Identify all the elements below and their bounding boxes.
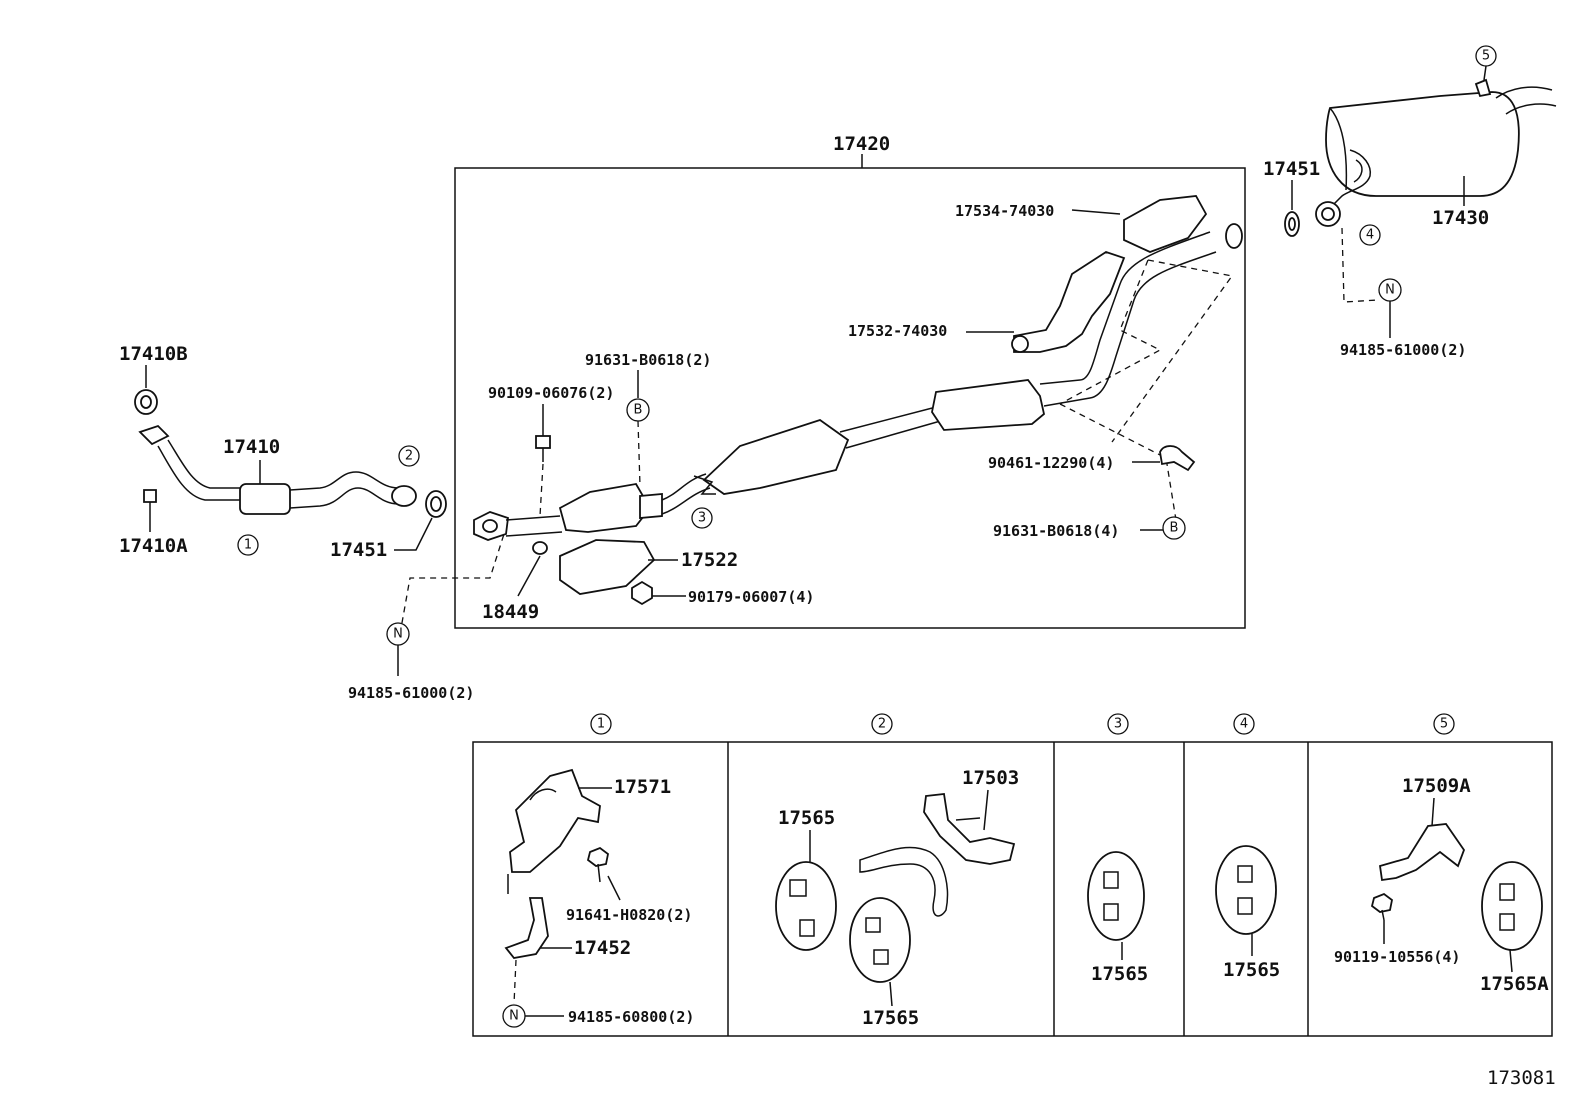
- part-18449-label: 18449: [482, 601, 539, 623]
- callout-1-main: [237, 534, 259, 556]
- tail-muffler-17430-drawing: [1284, 78, 1557, 237]
- main-assembly-box: [454, 167, 1246, 629]
- part-17534-label: 17534-74030: [955, 202, 1054, 220]
- part-94185-left-label: 94185-61000(2): [348, 684, 474, 702]
- detail-1-header: [590, 713, 612, 735]
- detail-1-94185-label: 94185-60800(2): [568, 1008, 694, 1026]
- detail-1-N-callout-text: N: [509, 1009, 519, 1024]
- callout-4-main-text: 4: [1366, 228, 1374, 243]
- detail-5-header-text: 5: [1440, 717, 1448, 732]
- part-17430-label: 17430: [1432, 207, 1489, 229]
- detail-5-90119-label: 90119-10556(4): [1334, 948, 1460, 966]
- detail-1-bracket-drawing: [504, 768, 609, 959]
- callout-2-main: [398, 445, 420, 467]
- front-pipe-17410-drawing: [134, 389, 447, 518]
- detail-5-bracket-drawing: [1370, 823, 1543, 951]
- detail-4-header: [1233, 713, 1255, 735]
- callout-N-left-text: N: [393, 627, 403, 642]
- part-17451-left-label: 17451: [330, 539, 387, 561]
- part-17410A-label: 17410A: [119, 535, 188, 557]
- heat-insulators-drawing: [1011, 195, 1208, 353]
- detail-2-hangers-drawing: [775, 793, 1016, 983]
- part-17410-label: 17410: [223, 436, 280, 458]
- detail-3-17565-label: 17565: [1091, 963, 1148, 985]
- detail-1-17452-label: 17452: [574, 937, 631, 959]
- detail-3-header: [1107, 713, 1129, 735]
- main-assembly-label: 17420: [833, 133, 890, 155]
- detail-2-header-text: 2: [878, 717, 886, 732]
- bolt-90109-drawing: [535, 435, 551, 462]
- part-90109-label: 90109-06076(2): [488, 384, 614, 402]
- callout-5-main-text: 5: [1482, 49, 1490, 64]
- detail-4-header-text: 4: [1240, 717, 1248, 732]
- detail-5-17509A-label: 17509A: [1402, 775, 1471, 797]
- callout-B-top-text: B: [634, 403, 643, 418]
- callout-N-right-text: N: [1385, 283, 1395, 298]
- callout-3-main: [691, 507, 713, 529]
- part-17451-right-label: 17451: [1263, 158, 1320, 180]
- detail-1-header-text: 1: [597, 717, 605, 732]
- detail-2-header: [871, 713, 893, 735]
- detail-4-17565-label: 17565: [1223, 959, 1280, 981]
- diagram-id-label: 173081: [1487, 1067, 1556, 1089]
- part-94185-right-label: 94185-61000(2): [1340, 341, 1466, 359]
- part-17532-label: 17532-74030: [848, 322, 947, 340]
- part-90461-label: 90461-12290(4): [988, 454, 1114, 472]
- detail-2-17565b-label: 17565: [862, 1007, 919, 1029]
- nut-90179-drawing: [631, 580, 653, 606]
- part-17410B-label: 17410B: [119, 343, 188, 365]
- center-pipe-catalyst-drawing: [473, 223, 1243, 595]
- callout-B-bottom: [1162, 516, 1186, 540]
- callout-4-main: [1359, 224, 1381, 246]
- detail-4-hanger-drawing: [1215, 845, 1277, 935]
- callout-B-bottom-text: B: [1170, 521, 1179, 536]
- detail-5-17565A-label: 17565A: [1480, 973, 1549, 995]
- part-90179-label: 90179-06007(4): [688, 588, 814, 606]
- detail-2-17565a-label: 17565: [778, 807, 835, 829]
- clamp-90461-drawing: [1159, 445, 1196, 472]
- callout-2-main-text: 2: [405, 449, 413, 464]
- callout-3-main-text: 3: [698, 511, 706, 526]
- detail-panels-box: [472, 741, 1553, 1037]
- detail-3-hanger-drawing: [1087, 851, 1145, 941]
- detail-2-17503-label: 17503: [962, 767, 1019, 789]
- part-17522-label: 17522: [681, 549, 738, 571]
- gasket-18449-drawing: [532, 541, 548, 555]
- callout-1-main-text: 1: [244, 538, 252, 553]
- detail-5-header: [1433, 713, 1455, 735]
- detail-3-header-text: 3: [1114, 717, 1122, 732]
- detail-1-17571-label: 17571: [614, 776, 671, 798]
- detail-1-91641-label: 91641-H0820(2): [566, 906, 692, 924]
- part-91631-bottom-label: 91631-B0618(4): [993, 522, 1119, 540]
- part-91631-top-label: 91631-B0618(2): [585, 351, 711, 369]
